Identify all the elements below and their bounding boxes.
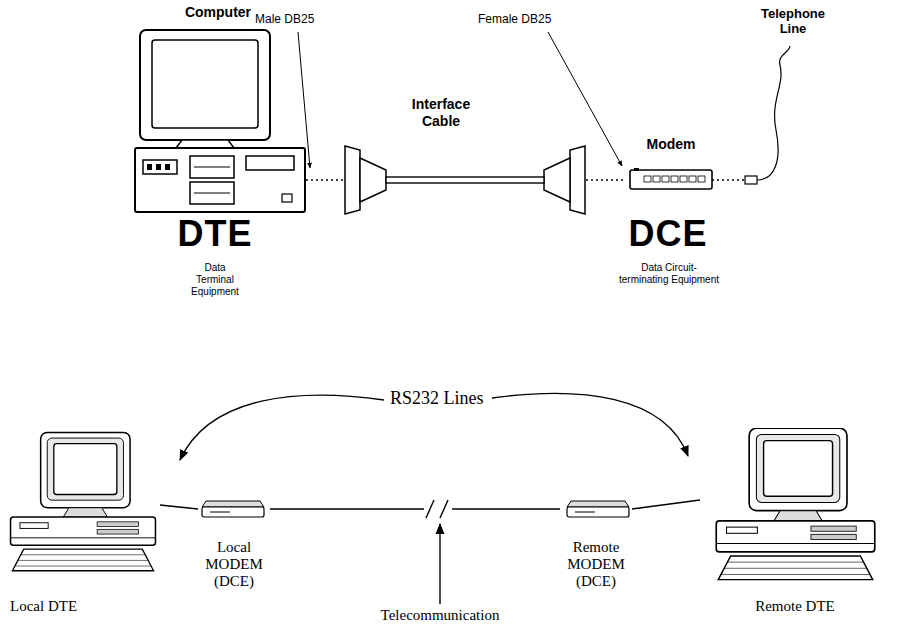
computer-illustration xyxy=(282,194,292,202)
modem-illustration xyxy=(630,170,712,189)
line-break-mark xyxy=(440,500,448,518)
computer-illustration xyxy=(246,156,294,170)
computer-illustration xyxy=(165,164,170,170)
connector-label: Male DB25 xyxy=(255,12,345,26)
computer-node: Computer xyxy=(130,4,306,212)
role-abbreviation: DCE xyxy=(608,214,728,254)
local-modem xyxy=(202,501,264,517)
connector-line xyxy=(632,500,700,509)
telephone-cord xyxy=(745,176,757,184)
modem-illustration xyxy=(653,176,660,182)
computer-illustration xyxy=(190,156,234,178)
computer-illustration xyxy=(140,30,270,140)
db25-connector xyxy=(570,146,585,214)
computer-illustration xyxy=(143,160,177,174)
node-label: Remote MODEM (DCE) xyxy=(560,539,632,590)
edge-label: Interface Cable xyxy=(396,96,486,130)
leader-arrow xyxy=(298,32,310,168)
node-label: Modem xyxy=(626,136,716,153)
modem-illustration xyxy=(698,176,705,182)
modem-illustration xyxy=(680,176,687,182)
remote-dte-node: Remote DTE xyxy=(700,425,890,615)
modem-illustration xyxy=(689,176,696,182)
rs232-arrow xyxy=(492,393,688,456)
modem-node: Modem xyxy=(626,136,716,192)
local-modem-node: Local MODEM (DCE) xyxy=(198,496,270,590)
telecommunication-arrow xyxy=(439,524,440,604)
modem-illustration xyxy=(630,168,712,189)
telecommunication-label: Telecommunication xyxy=(370,607,510,624)
node-label: Remote DTE xyxy=(700,598,890,615)
connector-line xyxy=(270,508,560,509)
modem-illustration xyxy=(634,168,639,171)
db25-connector xyxy=(360,158,386,202)
role-abbreviation: DTE xyxy=(155,214,275,254)
computer-illustration xyxy=(156,164,161,170)
line-label: Telephone Line xyxy=(752,6,834,36)
modem-illustration xyxy=(671,176,678,182)
telephone-cord xyxy=(757,46,790,180)
computer-illustration xyxy=(147,164,152,170)
line-break-mark xyxy=(426,500,434,518)
db25-connector xyxy=(345,146,585,214)
node-label: Local MODEM (DCE) xyxy=(198,539,270,590)
db25-connector xyxy=(544,158,570,202)
telecommunication-arrow xyxy=(440,524,441,604)
node-label: Local DTE xyxy=(10,598,160,615)
modem-illustration xyxy=(644,176,651,182)
computer-illustration xyxy=(152,40,258,128)
telephone-cord xyxy=(712,46,790,184)
computer-illustration xyxy=(135,30,305,212)
rs232-arrow xyxy=(180,395,384,460)
local-dte-node: Local DTE xyxy=(0,425,160,615)
remote-modem-node: Remote MODEM (DCE) xyxy=(560,496,632,590)
modem-illustration xyxy=(662,176,669,182)
rs232-label: RS232 Lines xyxy=(390,388,500,408)
computer-illustration xyxy=(190,182,234,204)
line-break-mark xyxy=(424,500,452,518)
line-break-mark xyxy=(424,500,452,518)
remote-modem xyxy=(567,501,629,517)
computer-illustration xyxy=(135,148,305,212)
db25-connector xyxy=(345,146,360,214)
computer-illustration xyxy=(194,193,230,194)
interface-cable xyxy=(386,177,544,183)
remote-computer xyxy=(716,428,875,579)
role-description: Data Circuit-terminating Equipment xyxy=(618,262,720,286)
connector-label: Female DB25 xyxy=(478,12,578,26)
interface-cable xyxy=(386,177,544,183)
telephone-cord xyxy=(712,179,745,181)
role-description: Data Terminal Equipment xyxy=(186,262,244,298)
connector-line xyxy=(160,505,198,509)
local-computer xyxy=(11,432,156,570)
computer-illustration xyxy=(194,167,230,168)
computer-illustration xyxy=(176,140,234,148)
